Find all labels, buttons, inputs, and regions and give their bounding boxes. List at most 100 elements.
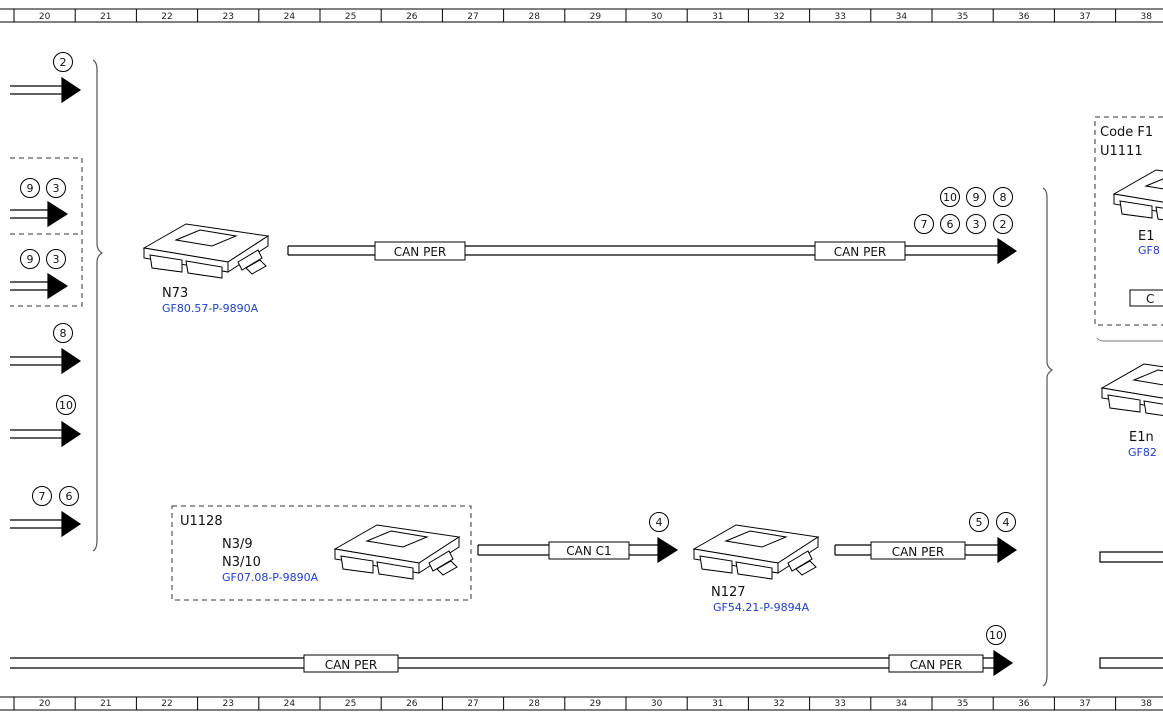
ruler-column-label: 26	[406, 699, 418, 709]
can-per-bus-bottom	[10, 649, 1014, 677]
ruler-column-label: 30	[651, 12, 663, 22]
ecu-icon	[1112, 169, 1163, 221]
n73-name: N73	[162, 286, 188, 301]
input-arrow-8	[10, 347, 82, 375]
marker-number: 6	[947, 218, 954, 231]
ruler-column-label: 35	[957, 12, 968, 22]
can-per-label: CAN PER	[892, 545, 945, 559]
n127-reference[interactable]: GF54.21-P-9894A	[713, 601, 810, 614]
ruler-column-label: 31	[712, 12, 723, 22]
marker-m9b: 9	[20, 249, 40, 269]
e1n-reference[interactable]: GF82	[1128, 446, 1157, 459]
e1n-name: E1n	[1129, 430, 1154, 445]
ruler-column-label: 23	[222, 12, 233, 22]
ruler-column-label: 25	[345, 12, 356, 22]
ruler-column-label: 24	[284, 12, 296, 22]
ruler-column-label: 21	[100, 12, 111, 22]
marker-m7_left: 7	[32, 486, 52, 506]
ecu-icon	[1100, 363, 1163, 417]
ecu-icon	[692, 524, 820, 580]
ruler-column-label: 36	[1018, 699, 1030, 709]
marker-p5: 5	[969, 512, 989, 532]
ruler-column-label: 25	[345, 699, 356, 709]
marker-r6: 6	[940, 214, 960, 234]
n127-module	[692, 524, 820, 580]
code-group-tag-text: C	[1146, 292, 1154, 306]
right-partial-buses	[1099, 551, 1163, 669]
ruler-column-label: 38	[1140, 12, 1152, 22]
ruler-column-label: 24	[284, 699, 296, 709]
ruler-column-label: 21	[100, 699, 111, 709]
ruler-column-label: 28	[528, 699, 540, 709]
u1128-reference[interactable]: GF07.08-P-9890A	[222, 571, 319, 584]
marker-number: 3	[53, 182, 60, 195]
marker-number: 9	[973, 191, 980, 204]
marker-b10: 10	[986, 625, 1006, 645]
ruler-column-label: 31	[712, 699, 723, 709]
left-input-arrows	[10, 76, 82, 538]
n3-9-name: N3/9	[222, 537, 253, 552]
can-per-label: CAN PER	[394, 245, 447, 259]
n73-module	[142, 223, 270, 279]
marker-number: 7	[39, 490, 46, 503]
code-group-tag	[1129, 289, 1163, 307]
marker-number: 9	[27, 253, 34, 266]
marker-r7: 7	[914, 214, 934, 234]
ruler-column-label: 28	[528, 12, 540, 22]
ruler-column-label: 33	[834, 12, 845, 22]
marker-m9a: 9	[20, 178, 40, 198]
ruler-column-label: 37	[1079, 699, 1090, 709]
n3-module	[333, 524, 461, 580]
marker-number: 9	[27, 182, 34, 195]
marker-r3: 3	[966, 214, 986, 234]
marker-number: 6	[66, 490, 73, 503]
marker-r9: 9	[966, 187, 986, 207]
ruler-column-label: 23	[222, 699, 233, 709]
marker-number: 3	[53, 253, 60, 266]
n127-name: N127	[711, 585, 746, 600]
left-brace	[92, 59, 104, 552]
marker-number: 10	[943, 191, 957, 204]
ecu-icon	[142, 223, 270, 279]
marker-p4: 4	[996, 512, 1016, 532]
can-per-tag-mid: CAN PER	[870, 541, 966, 560]
marker-number: 2	[60, 56, 67, 69]
marker-r10: 10	[940, 187, 960, 207]
ruler-column-label: 29	[590, 699, 602, 709]
ruler-column-label: 27	[467, 12, 478, 22]
code-f1-label: Code F1	[1100, 125, 1153, 140]
marker-r8: 8	[993, 187, 1013, 207]
ruler-column-label: 37	[1079, 12, 1090, 22]
e1-module-partial	[1112, 169, 1163, 221]
input-arrow-7-6	[10, 510, 82, 538]
ruler-column-label: 32	[773, 12, 784, 22]
n3-10-name: N3/10	[222, 555, 261, 570]
can-per-label: CAN PER	[325, 658, 378, 672]
input-arrow-2	[10, 76, 82, 104]
marker-m3b: 3	[46, 249, 66, 269]
marker-number: 3	[973, 218, 980, 231]
ruler-column-label: 38	[1140, 699, 1152, 709]
marker-m10_left: 10	[56, 395, 76, 415]
ruler-column-label: 34	[896, 699, 908, 709]
ruler-column-label: 22	[161, 699, 172, 709]
e1-reference[interactable]: GF8	[1138, 244, 1160, 257]
marker-m8_left: 8	[53, 323, 73, 343]
ruler-column-label: 29	[590, 12, 602, 22]
n73-reference[interactable]: GF80.57-P-9890A	[162, 302, 259, 315]
marker-number: 10	[59, 399, 73, 412]
right-group-underline	[1096, 337, 1163, 342]
ruler-column-label: 30	[651, 699, 663, 709]
ruler-column-label: 34	[896, 12, 908, 22]
marker-number: 8	[60, 327, 67, 340]
ruler-column-label: 20	[39, 12, 51, 22]
ruler-column-label: 36	[1018, 12, 1030, 22]
input-arrow-9-3-a	[10, 200, 69, 228]
can-per-tag-top-2: CAN PER	[814, 241, 906, 261]
marker-number: 4	[656, 516, 663, 529]
marker-m2_left: 2	[53, 52, 73, 72]
